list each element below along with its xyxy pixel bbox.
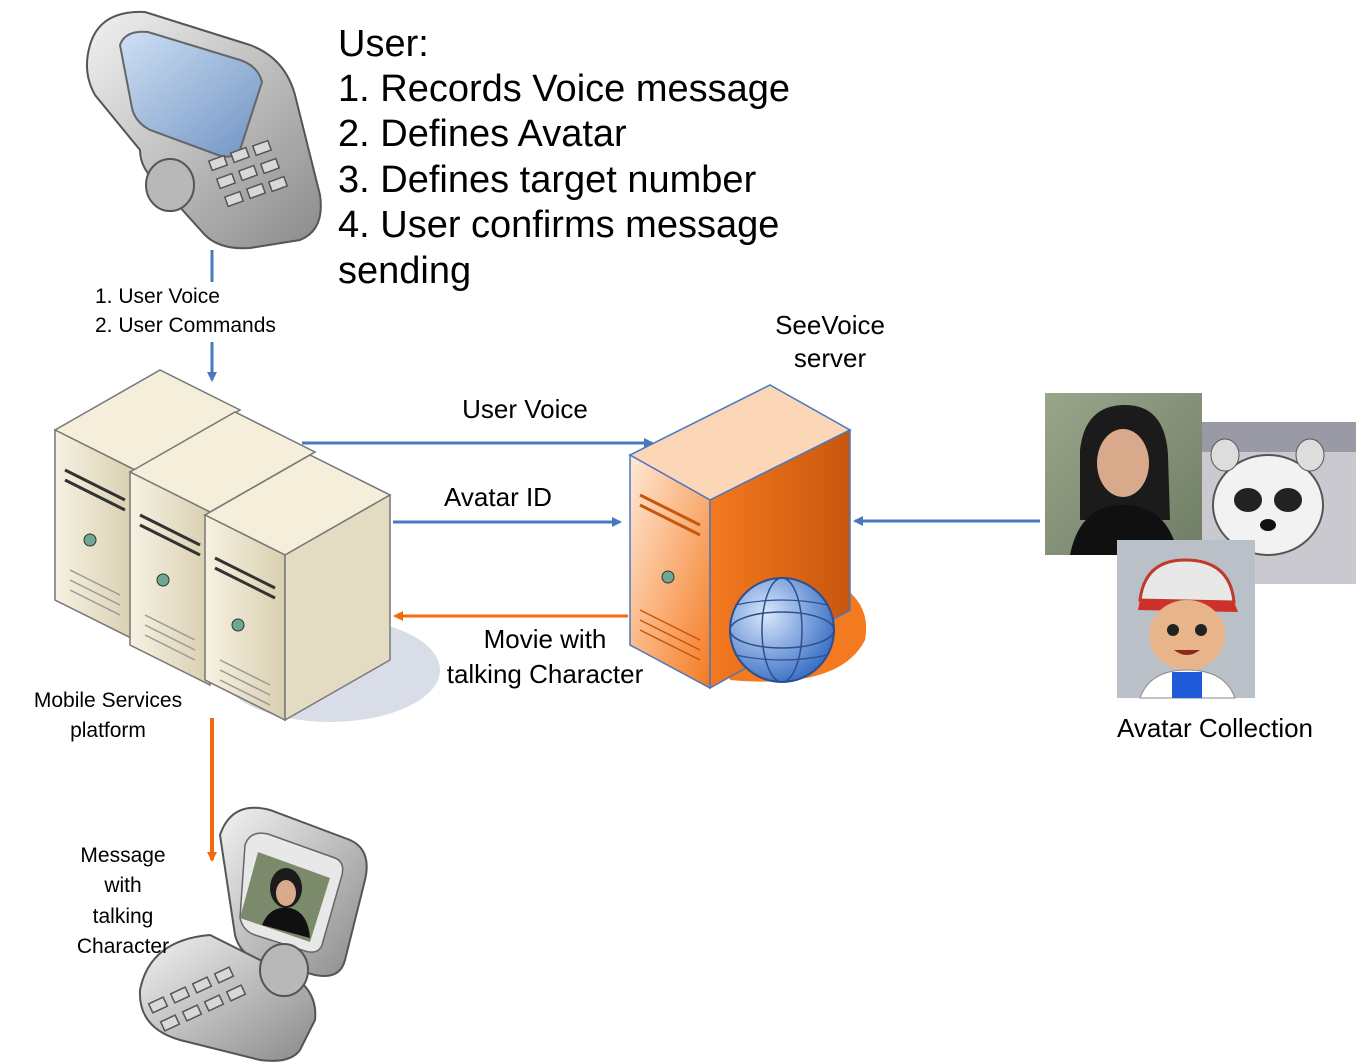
platform-label-line2: platform [70,719,146,742]
step-2: 2. Defines Avatar [338,113,627,155]
recipient-label-line4: Character [76,935,170,958]
seevoice-server-icon [628,384,867,690]
step-4-continuation: sending [338,250,472,292]
server-label-line2: server [793,343,867,373]
arrow-label-movie-line1: Movie with [483,624,607,654]
woman-avatar-image [1045,393,1202,555]
arrow-label-movie-line2: talking Character [446,659,644,689]
step-3: 3. Defines target number [338,159,757,201]
link-label-user-voice: 1. User Voice [95,285,220,308]
sender-phone-icon [85,10,322,250]
recipient-label-line1: Message [80,844,166,867]
server-label-line1: SeeVoice [775,310,885,340]
avatar-collection-label: Avatar Collection [1116,713,1314,743]
steps-heading: User: [338,23,429,65]
recipient-phone-screen-avatar [240,852,330,942]
recipient-label-line3: talking [92,905,154,928]
avatar-collection-images [1045,393,1356,699]
boy-avatar-image [1117,540,1255,699]
arrow-label-avatar-id: Avatar ID [444,482,552,512]
mobile-services-platform-icon [53,369,440,722]
globe-icon [729,577,835,683]
arrow-label-user-voice: User Voice [462,394,588,424]
step-4: 4. User confirms message [338,204,780,246]
platform-label-line1: Mobile Services [33,689,183,712]
recipient-phone-icon [138,806,368,1062]
step-1: 1. Records Voice message [338,68,791,110]
recipient-label-line2: with [104,874,142,897]
link-label-user-commands: 2. User Commands [95,314,276,337]
